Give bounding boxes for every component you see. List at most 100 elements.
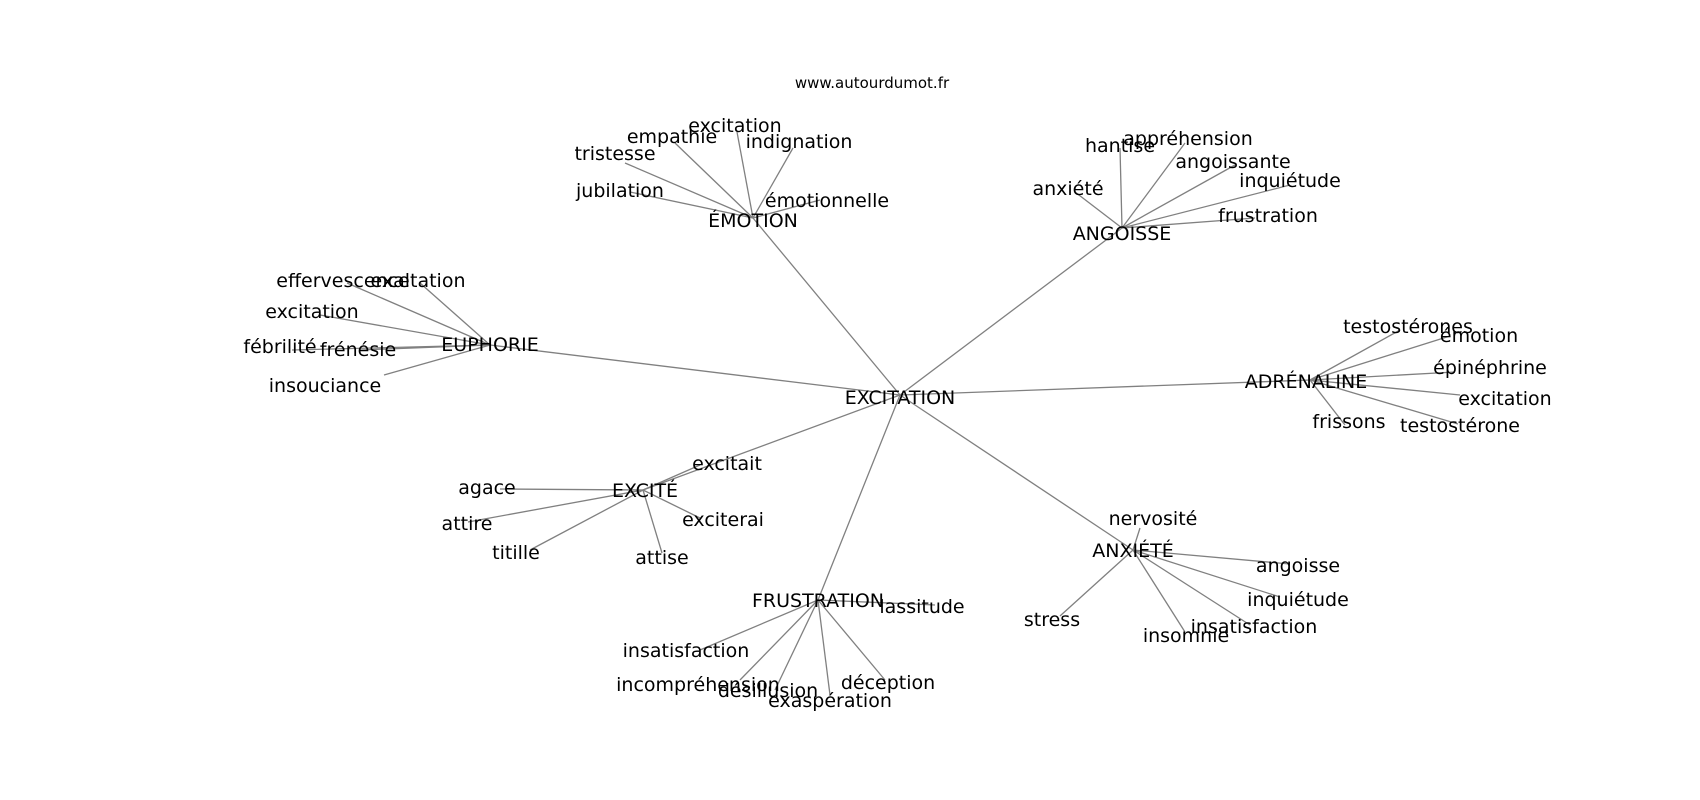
hub-word-edge xyxy=(674,142,754,219)
hub-word-edge xyxy=(642,489,701,519)
center-hub-edge xyxy=(489,344,901,396)
word-node-label: indignation xyxy=(746,131,853,153)
word-node-label: inquiétude xyxy=(1247,589,1349,611)
hub-word-edge xyxy=(1309,335,1451,381)
word-node-label: appréhension xyxy=(1123,128,1252,150)
hub-word-edge xyxy=(774,599,819,691)
hub-word-edge xyxy=(1132,549,1291,565)
word-node-label: lassitude xyxy=(879,596,964,618)
hub-word-edge xyxy=(817,599,831,696)
hub-word-edge xyxy=(1132,549,1186,633)
word-node-label: angoissante xyxy=(1175,151,1290,173)
word-node-label: tristesse xyxy=(574,143,655,165)
hub-word-edge xyxy=(642,464,701,491)
hub-word-edge xyxy=(817,599,936,606)
hub-word-edge xyxy=(1132,549,1281,598)
hub-word-edge xyxy=(629,191,754,219)
word-node-label: insatisfaction xyxy=(623,640,750,662)
hub-word-edge xyxy=(499,488,644,491)
word-node-label: excitation xyxy=(265,301,358,323)
word-node-label: frustration xyxy=(1218,205,1318,227)
hub-word-edge xyxy=(1309,379,1459,425)
word-node-label: incompréhension xyxy=(616,674,780,696)
word-node-label: désillusion xyxy=(718,680,818,702)
word-node-label: testostérone xyxy=(1400,415,1520,437)
hub-word-edge xyxy=(642,489,663,554)
word-node-label: testostérones xyxy=(1343,316,1473,338)
hub-word-edge xyxy=(467,489,644,523)
hub-word-edge xyxy=(752,199,821,219)
word-node-label: frénésie xyxy=(320,339,396,361)
graph-edges xyxy=(291,131,1461,696)
hub-word-edge xyxy=(1121,142,1186,229)
word-node-label: exaltation xyxy=(370,270,465,292)
graph-labels: www.autourdumot.fr EXCITATION tristessee… xyxy=(243,74,1551,712)
hub-node-label: ÉMOTION xyxy=(708,209,798,232)
word-node-label: hantise xyxy=(1085,135,1155,157)
hub-word-edge xyxy=(529,489,644,551)
hub-word-edge xyxy=(359,344,491,351)
center-hub-edge xyxy=(752,217,901,396)
hub-word-edge xyxy=(1119,147,1123,229)
hub-word-edge xyxy=(1132,527,1141,551)
center-hub-edge xyxy=(899,227,1123,396)
hub-node-label: ANXIÉTÉ xyxy=(1092,539,1173,562)
hub-word-edge xyxy=(383,344,491,376)
site-url: www.autourdumot.fr xyxy=(795,74,950,92)
hub-node-label: ADRÉNALINE xyxy=(1245,370,1367,393)
center-hub-edge xyxy=(899,394,1134,551)
word-node-label: attise xyxy=(635,547,688,569)
word-node-label: attire xyxy=(442,513,493,535)
word-node-label: excitation xyxy=(688,115,781,137)
word-node-label: agace xyxy=(458,477,515,499)
word-node-label: titille xyxy=(492,542,540,564)
word-node-label: excitait xyxy=(692,453,762,475)
hub-word-edge xyxy=(1309,379,1346,426)
hub-word-edge xyxy=(419,282,491,346)
hub-word-edge xyxy=(1309,371,1456,381)
hub-word-edge xyxy=(1309,329,1401,381)
hub-word-edge xyxy=(699,599,819,651)
word-node-label: insatisfaction xyxy=(1191,616,1318,638)
hub-word-edge xyxy=(1121,164,1236,229)
hub-word-edge xyxy=(817,599,886,681)
word-node-label: anxiété xyxy=(1032,178,1103,200)
word-node-label: déception xyxy=(841,672,935,694)
word-node-label: angoisse xyxy=(1256,555,1340,577)
word-node-label: émotionnelle xyxy=(765,190,889,212)
word-node-label: frissons xyxy=(1312,411,1385,433)
word-node-label: effervescence xyxy=(276,270,409,292)
hub-node-label: EUPHORIE xyxy=(441,334,538,356)
word-node-label: exaspération xyxy=(768,690,892,712)
hub-word-edge xyxy=(1121,217,1256,229)
center-hub-edge xyxy=(642,394,901,491)
hub-word-edge xyxy=(1121,184,1291,229)
hub-word-edge xyxy=(1132,549,1251,626)
hub-word-edge xyxy=(752,147,794,219)
center-node-label: EXCITATION xyxy=(845,387,956,409)
word-node-label: jubilation xyxy=(575,180,664,202)
hub-word-edge xyxy=(739,599,819,681)
word-node-label: insouciance xyxy=(269,375,381,397)
hub-node-label: FRUSTRATION xyxy=(752,590,884,612)
hub-word-edge xyxy=(1309,379,1461,396)
word-node-label: empathie xyxy=(627,126,717,148)
word-node-label: fébrilité xyxy=(243,336,316,358)
hub-word-edge xyxy=(319,314,491,346)
word-node-label: exciterai xyxy=(682,509,764,531)
word-node-label: nervosité xyxy=(1109,508,1198,530)
hub-word-edge xyxy=(1074,191,1123,229)
hub-word-edge xyxy=(1059,549,1134,617)
word-node-label: excitation xyxy=(1458,388,1551,410)
hub-word-edge xyxy=(624,162,754,219)
word-node-label: épinéphrine xyxy=(1433,357,1547,379)
hub-word-edge xyxy=(736,131,754,219)
word-node-label: émotion xyxy=(1440,325,1518,347)
center-hub-edge xyxy=(817,394,901,601)
hub-node-label: ANGOISSE xyxy=(1073,223,1172,245)
hub-node-label: EXCITÉ xyxy=(612,479,678,502)
center-hub-edge xyxy=(899,379,1311,396)
word-node-label: insomnie xyxy=(1143,625,1229,647)
hub-word-edge xyxy=(346,282,491,346)
